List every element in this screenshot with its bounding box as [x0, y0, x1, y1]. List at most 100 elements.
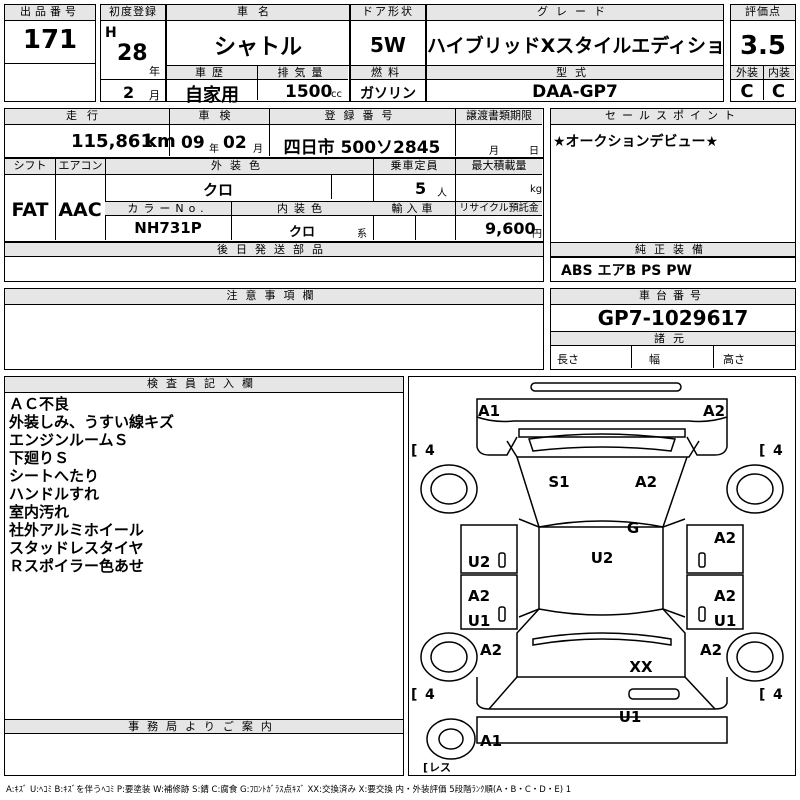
int-grade-value: C: [771, 81, 786, 102]
mark-rear-fender-left: A2: [480, 641, 502, 659]
int-color-label: 内装色: [231, 202, 373, 216]
svg-text:[: [: [759, 687, 765, 703]
fuel-label: 燃料: [351, 66, 425, 80]
mark-hood-left: S1: [548, 473, 569, 491]
tire-spare: レス: [429, 761, 451, 774]
color-no-label: カラーNo.: [105, 202, 231, 216]
first-reg-year-unit: 年: [149, 65, 160, 78]
mark-rear-glass: XX: [629, 658, 653, 676]
int-color-value: クロ: [288, 225, 315, 240]
specs-label: 諸元: [551, 332, 795, 346]
grade-label: グレード: [427, 5, 723, 21]
tire-rear-left: 4: [425, 687, 435, 703]
ext-grade-label: 外装: [731, 66, 763, 80]
door-value: 5W: [370, 33, 406, 57]
transfer-month-unit: 月: [489, 146, 499, 157]
model-value: DAA-GP7: [532, 82, 618, 102]
shift-label: シフト: [5, 159, 55, 175]
plate-label: 登録番号: [269, 109, 455, 125]
sales-point-value: ★オークションデビュー★: [553, 134, 719, 150]
mark-front-left: A1: [478, 402, 500, 420]
displacement-label: 排気量: [257, 66, 348, 80]
import-label: 輸入車: [373, 202, 455, 216]
mark-rear-left-a: A2: [468, 587, 490, 605]
equipment-label: 純正装備: [551, 243, 795, 257]
score-label: 評価点: [731, 5, 795, 21]
mark-rear-fender-right: A2: [700, 641, 722, 659]
mark-roof-center: U2: [591, 549, 614, 567]
remark-line: エンジンルームＳ: [9, 431, 129, 449]
fuel-value: ガソリン: [360, 86, 416, 102]
grade-value: ハイブリッドXスタイルエディション: [427, 35, 723, 57]
mark-hood-right: A2: [635, 473, 657, 491]
lot-box: 出品番号 171: [4, 4, 96, 102]
aircon-value: AAC: [58, 199, 102, 221]
door-box: ドア形状 5W 燃料 ガソリン: [350, 4, 426, 102]
shift-value: FAT: [11, 199, 49, 221]
car-name-box: 車名 シャトル 車歴 排気量 自家用 1500 cc: [166, 4, 350, 106]
score-box: 評価点 3.5 外装 内装 C C: [730, 4, 796, 102]
lot-number: 171: [22, 25, 78, 55]
svg-text:[: [: [411, 443, 417, 459]
first-reg-year: 28: [117, 41, 148, 66]
displacement-value: 1500: [285, 82, 333, 102]
color-row-box: シフト エアコン 外装色 乗車定員 最大積載量 FAT AAC クロ 5 人 k…: [4, 158, 544, 242]
capacity-unit: 人: [437, 188, 447, 199]
specs-width: 幅: [649, 353, 660, 366]
remark-line: Ｒスポイラー色あせ: [9, 557, 145, 575]
remark-line: 外装しみ、うすい線キズ: [9, 413, 175, 431]
chassis-box: 車台番号 GP7-1029617 諸元 長さ 幅 高さ: [550, 288, 796, 370]
ext-grade-value: C: [740, 81, 754, 102]
remark-line: スタッドレスタイヤ: [9, 539, 144, 557]
first-registration-box: 初度登録 H 28 年 2 月: [100, 4, 166, 102]
int-color-unit: 系: [357, 229, 367, 240]
model-label: 型式: [427, 66, 723, 80]
notes-box: 注意事項欄: [4, 288, 544, 370]
first-reg-label: 初度登録: [101, 5, 165, 21]
inspector-remarks-list: ＡＣ不良 外装しみ、うすい線キズ エンジンルームＳ 下廻りＳ シートへたり ハン…: [9, 395, 399, 575]
remark-line: ＡＣ不良: [9, 395, 70, 413]
specs-length: 長さ: [557, 353, 579, 366]
equipment-value: ABS エアB PS PW: [561, 263, 692, 279]
chassis-label: 車台番号: [551, 289, 795, 305]
remark-line: 下廻りＳ: [9, 449, 70, 467]
svg-text:[: [: [411, 687, 417, 703]
car-name-label: 車名: [167, 5, 349, 21]
transfer-deadline-label: 譲渡書類期限: [455, 109, 542, 125]
recycle-label: リサイクル預託金: [455, 202, 542, 216]
tire-front-right: 4: [773, 443, 783, 459]
inspector-label: 検査員記入欄: [5, 377, 403, 393]
mileage-unit: km: [145, 131, 176, 152]
transfer-day-unit: 日: [529, 146, 539, 157]
mark-front-right: A2: [703, 402, 725, 420]
specs-height: 高さ: [723, 353, 745, 366]
sales-point-label: セールスポイント: [551, 109, 795, 125]
mark-rear-right-a: A2: [714, 587, 736, 605]
mileage-value: 115,861: [71, 131, 153, 152]
svg-text:[: [: [759, 443, 765, 459]
remark-line: ハンドルすれ: [9, 485, 100, 503]
capacity-label: 乗車定員: [373, 159, 455, 175]
mark-front-door-right: A2: [714, 529, 736, 547]
max-load-label: 最大積載量: [455, 159, 542, 175]
score-value: 3.5: [739, 31, 787, 61]
recycle-value: 9,600: [485, 219, 536, 238]
displacement-unit: cc: [331, 89, 342, 100]
inspection-year: 09: [181, 133, 205, 153]
ext-color-value: クロ: [202, 181, 233, 199]
inspection-month: 02: [223, 133, 247, 153]
inspection-month-unit: 月: [253, 144, 263, 155]
capacity-value: 5: [415, 179, 427, 198]
sales-point-box: セールスポイント ★オークションデビュー★: [550, 108, 796, 258]
office-label: 事務局よりご案内: [5, 720, 403, 734]
door-label: ドア形状: [351, 5, 425, 21]
history-label: 車歴: [167, 66, 257, 80]
inspector-box: 検査員記入欄 ＡＣ不良 外装しみ、うすい線キズ エンジンルームＳ 下廻りＳ シー…: [4, 376, 404, 776]
grade-box: グレード ハイブリッドXスタイルエディション 型式 DAA-GP7: [426, 4, 724, 102]
mark-rear-left-u: U1: [468, 612, 491, 630]
damage-diagram-box: A1 A2 S1 A2 G A2 U2 U2 A2 U1 A2 U1 A2 A2…: [408, 376, 796, 776]
later-parts-label: 後日発送部品: [5, 243, 543, 257]
car-name: シャトル: [213, 35, 302, 60]
plate-value: 四日市 500ソ2845: [283, 138, 441, 158]
lot-label: 出品番号: [5, 5, 95, 21]
